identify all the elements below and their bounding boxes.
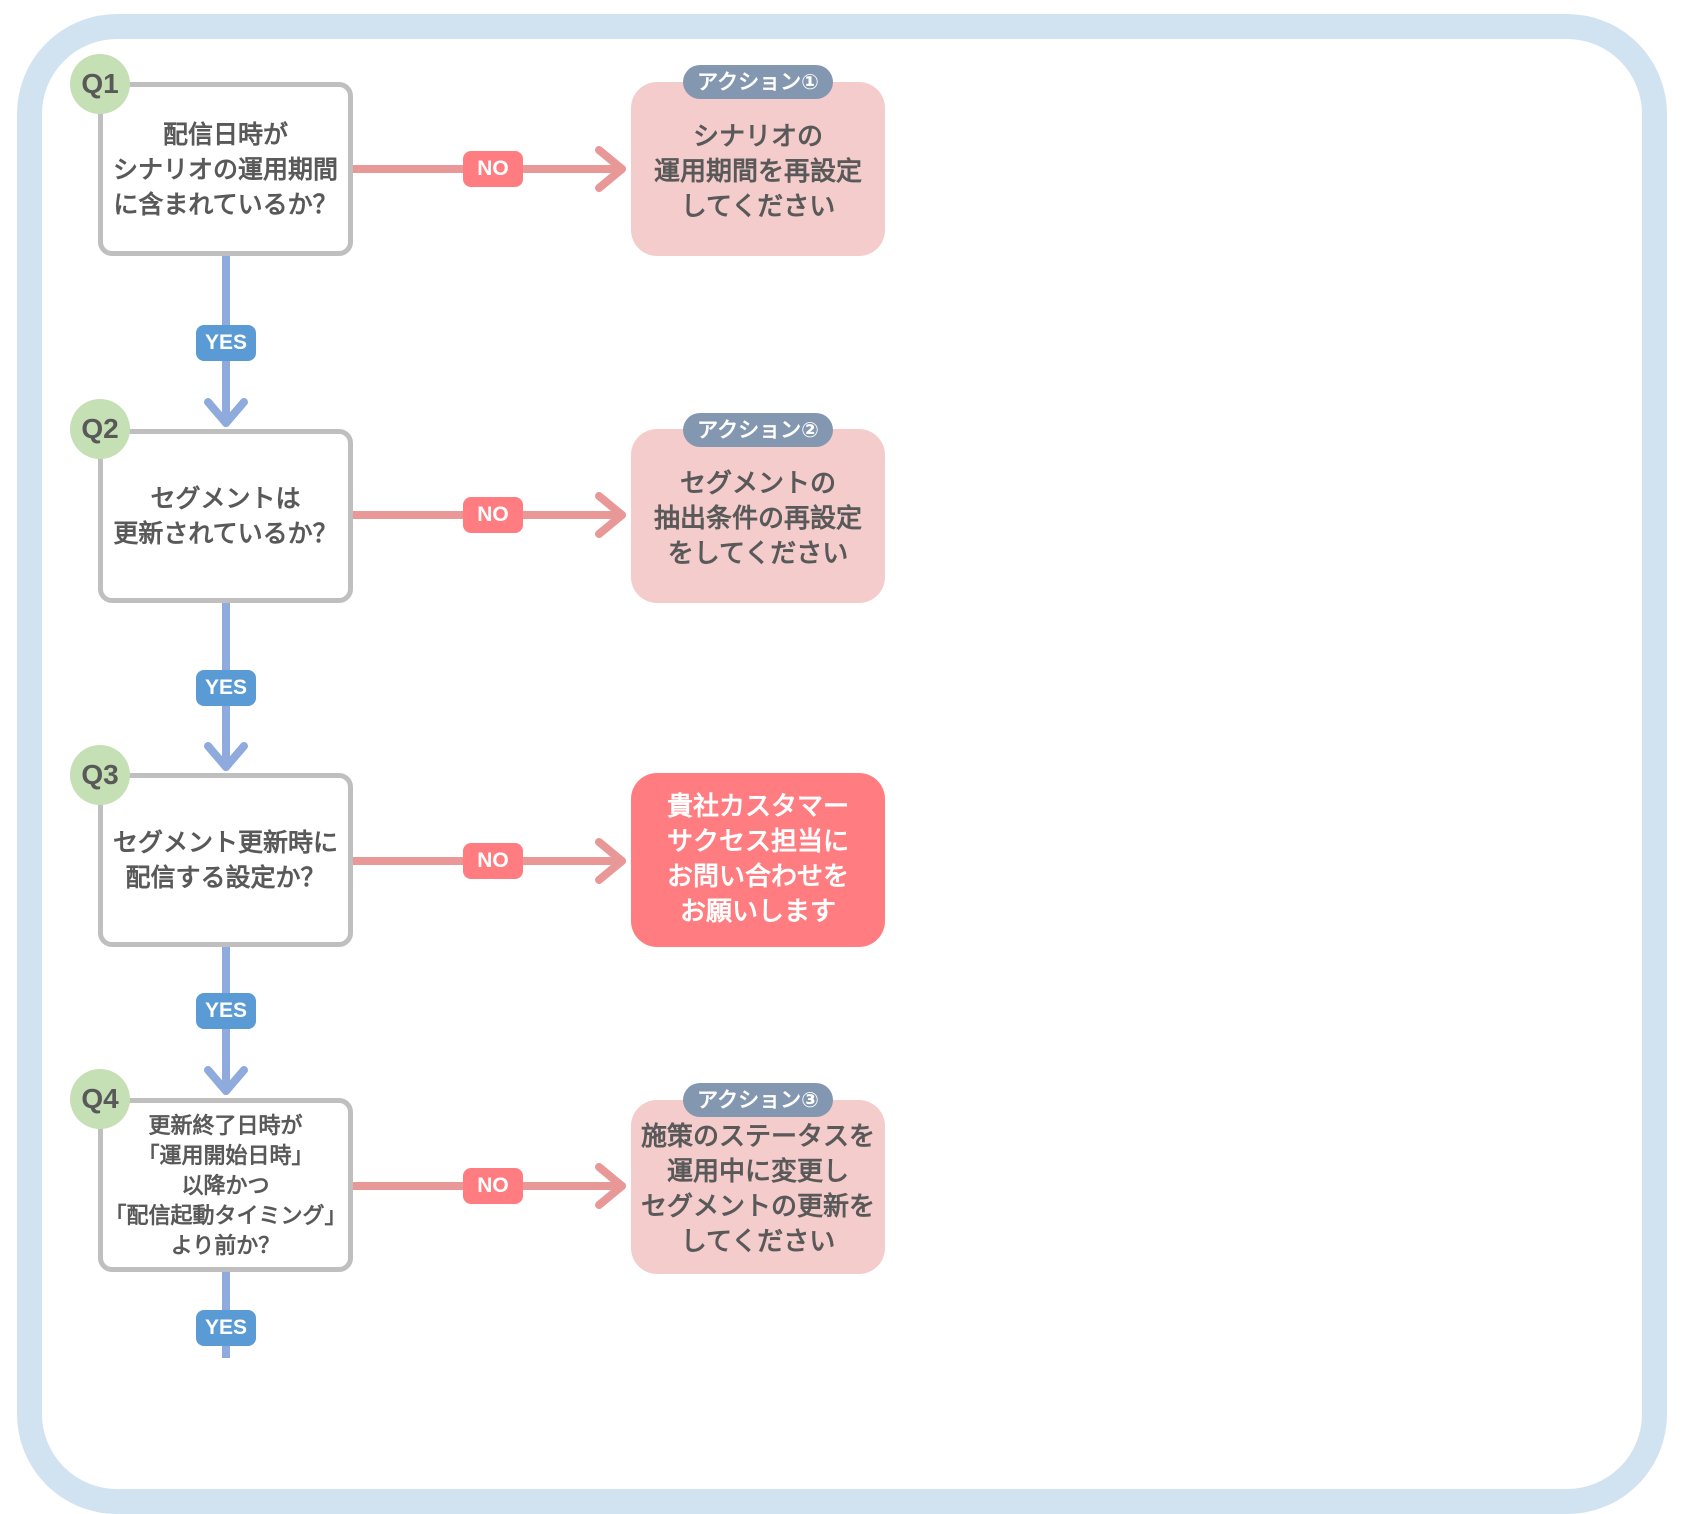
action-box-3: 施策のステータスを 運用中に変更し セグメントの更新を してください [631, 1100, 885, 1274]
yes-label-q4: YES [196, 1310, 256, 1346]
yes-arrowhead-q4 [204, 1066, 248, 1095]
question-box-q3: セグメント更新時に 配信する設定か？ [98, 773, 353, 947]
no-arrowhead-q2 [595, 492, 626, 538]
yes-arrowhead-q2 [204, 398, 248, 427]
question-box-q1: 配信日時が シナリオの運用期間 に含まれているか？ [98, 82, 353, 256]
question-badge-q3: Q3 [70, 745, 130, 805]
yes-label-q2: YES [196, 670, 256, 706]
no-arrowhead-q4 [595, 1163, 626, 1209]
no-arrowhead-q3 [595, 838, 626, 884]
no-label-q4: NO [463, 1168, 523, 1204]
action-badge-2: アクション② [683, 413, 833, 447]
action-badge-3: アクション③ [683, 1083, 833, 1117]
action-box-2: セグメントの 抽出条件の再設定 をしてください [631, 429, 885, 603]
question-badge-q1: Q1 [70, 54, 130, 114]
question-badge-q2: Q2 [70, 399, 130, 459]
question-box-q4: 更新終了日時が 「運用開始日時」 以降かつ 「配信起動タイミング」 より前か？ [98, 1098, 353, 1272]
no-label-q3: NO [463, 843, 523, 879]
action-box-1: シナリオの 運用期間を再設定 してください [631, 82, 885, 256]
contact-support-box: 貴社カスタマー サクセス担当に お問い合わせを お願いします [631, 773, 885, 947]
yes-label-q3: YES [196, 993, 256, 1029]
yes-arrowhead-q3 [204, 742, 248, 771]
no-label-q1: NO [463, 151, 523, 187]
no-label-q2: NO [463, 497, 523, 533]
yes-label-q1: YES [196, 325, 256, 361]
no-arrowhead-q1 [595, 146, 626, 192]
action-badge-1: アクション① [683, 65, 833, 99]
question-badge-q4: Q4 [70, 1069, 130, 1129]
question-box-q2: セグメントは 更新されているか？ [98, 429, 353, 603]
